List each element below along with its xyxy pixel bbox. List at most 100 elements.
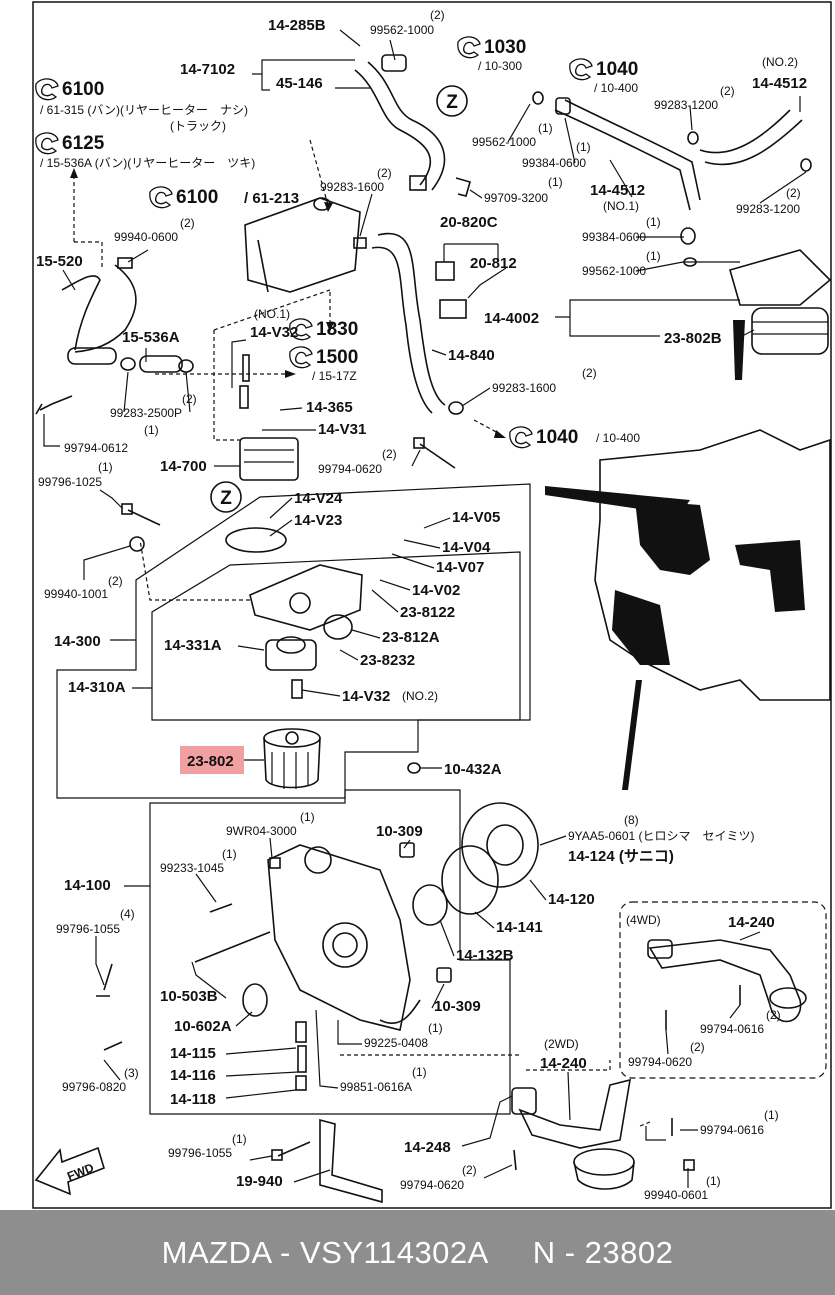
part-label-l4: 14-7102 xyxy=(180,61,235,78)
part-label-l56: (1) xyxy=(98,460,113,474)
oil-filter-body xyxy=(225,527,363,699)
part-label-l114: (2) xyxy=(462,1163,477,1177)
part-label-l61: 14-V04 xyxy=(442,539,491,556)
part-label-l14: (1) xyxy=(538,121,553,135)
ref-number: 1040 xyxy=(536,427,578,448)
part-label-l85: (4) xyxy=(120,907,135,921)
ref-number: 6100 xyxy=(62,79,104,100)
part-label-l100: (2WD) xyxy=(544,1037,579,1051)
part-label-l66: 23-8122 xyxy=(400,604,455,621)
part-label-l59: 14-V05 xyxy=(452,509,500,526)
part-label-l93: (2) xyxy=(766,1008,781,1022)
heater-unit-illustration xyxy=(244,197,361,293)
ref-r2: 1040 xyxy=(569,58,638,81)
part-label-l80: 14-124 (サニコ) xyxy=(568,848,674,865)
part-label-l27: / 61-213 xyxy=(244,190,299,207)
part-label-l58: 14-V24 xyxy=(294,490,343,507)
part-label-l35: (1) xyxy=(646,249,661,263)
part-label-l18: 99384-0600 xyxy=(522,156,586,170)
part-label-l54: 14-700 xyxy=(160,458,207,475)
part-label-l87: 14-240 xyxy=(728,914,775,931)
oil-strainer-2wd xyxy=(511,1078,635,1190)
hand-pointer-icon xyxy=(457,36,481,59)
part-label-l12: (2) xyxy=(720,84,735,98)
part-label-l13: 99283-1200 xyxy=(654,98,718,112)
tag-circle xyxy=(210,481,242,513)
part-label-l112: 14-248 xyxy=(404,1139,451,1156)
part-label-l30: 20-820C xyxy=(440,214,498,231)
part-label-l8: 14-4512 xyxy=(752,75,807,92)
part-label-l83: 14-100 xyxy=(64,877,111,894)
highlight-box xyxy=(180,746,244,774)
bolts xyxy=(35,91,812,1171)
part-label-l31: (1) xyxy=(646,215,661,229)
part-label-l82: 99233-1045 xyxy=(160,861,224,875)
part-label-l105: 14-116 xyxy=(170,1067,216,1084)
ref-r8: 1040 xyxy=(509,426,578,449)
part-label-l32: 99384-0600 xyxy=(582,230,646,244)
part-label-l20: 99283-1600 xyxy=(320,180,384,194)
part-label-l11: (トラック) xyxy=(170,119,226,133)
hand-pointer-icon xyxy=(35,132,59,155)
part-label-l46: (2) xyxy=(182,392,197,406)
part-label-l67: 14-300 xyxy=(54,633,101,650)
ref-number: 1500 xyxy=(316,347,358,368)
part-label-l25: (2) xyxy=(786,186,801,200)
ref-number: 6125 xyxy=(62,133,105,154)
part-label-l103: (1) xyxy=(412,1065,427,1079)
ref-r4: 6125 xyxy=(35,132,105,155)
part-label-l116: 19-940 xyxy=(236,1173,283,1190)
part-label-l47: 99283-2500P xyxy=(110,406,182,420)
part-label-l74: 10-432A xyxy=(444,761,502,778)
part-label-l37: 14-4002 xyxy=(484,310,539,327)
part-label-l78: 9WR04-3000 xyxy=(226,824,297,838)
part-label-l34: 20-812 xyxy=(470,255,517,272)
part-label-l94: 99794-0616 xyxy=(700,1022,764,1036)
part-label-l17: (1) xyxy=(576,140,591,154)
footer-part-number: MAZDA - VSY114302A N - 23802 xyxy=(161,1234,674,1270)
part-label-l40: 15-536A xyxy=(122,329,180,346)
fwd-label: FWD xyxy=(65,1160,96,1183)
hand-pointer-icon xyxy=(289,318,313,341)
part-label-l36: 99562-1000 xyxy=(582,264,646,278)
part-label-l90: 14-132B xyxy=(456,947,514,964)
part-label-l55: 99794-0620 xyxy=(318,462,382,476)
part-label-l38: (NO.1) xyxy=(254,307,290,321)
filter-assembly-box xyxy=(56,483,531,799)
part-label-l73: (NO.2) xyxy=(402,689,438,703)
part-label-l107: 99796-0820 xyxy=(62,1080,126,1094)
ref-number: 1830 xyxy=(316,319,358,340)
part-label-l1: 14-285B xyxy=(268,17,326,34)
part-label-l10: / 61-315 (バン)(リヤーヒーター ナシ) xyxy=(40,103,248,117)
exploded-parts-diagram: FWD 23-802 14-285B(2)99562-100014-710245… xyxy=(32,1,832,1209)
part-label-l81: (1) xyxy=(222,847,237,861)
part-label-l64: 14-V02 xyxy=(412,582,460,599)
part-label-l62: 14-V07 xyxy=(436,559,484,576)
part-label-l65: 99940-1001 xyxy=(44,587,108,601)
fwd-arrow xyxy=(34,1146,105,1196)
part-label-l60: 14-V23 xyxy=(294,512,342,529)
part-label-l99: 99794-0620 xyxy=(628,1055,692,1069)
part-label-l106: 99851-0616A xyxy=(340,1080,412,1094)
part-label-l70: 23-8232 xyxy=(360,652,415,669)
part-label-l44: (2) xyxy=(582,366,597,380)
part-label-l2: (2) xyxy=(430,8,445,22)
part-label-l96: (1) xyxy=(428,1021,443,1035)
hand-pointer-icon xyxy=(35,78,59,101)
part-label-l26: 99283-1200 xyxy=(736,202,800,216)
bracket-19-940 xyxy=(319,1118,383,1204)
part-label-l9: / 10-400 xyxy=(594,81,638,95)
hand-pointer-icon xyxy=(289,346,313,369)
part-label-l42: / 15-17Z xyxy=(312,369,357,383)
part-label-l15: 99562-1000 xyxy=(472,135,536,149)
ref-r5: 6100 xyxy=(149,186,218,209)
heater-hose-group xyxy=(61,54,803,414)
ref-r6: 1830 xyxy=(289,318,358,341)
part-label-l77: (1) xyxy=(300,810,315,824)
front-cover-illustration xyxy=(194,802,539,1091)
oil-strainer-4wd xyxy=(647,939,807,1023)
part-label-l110: 99794-0616 xyxy=(700,1123,764,1137)
part-label-l104: (3) xyxy=(124,1066,139,1080)
